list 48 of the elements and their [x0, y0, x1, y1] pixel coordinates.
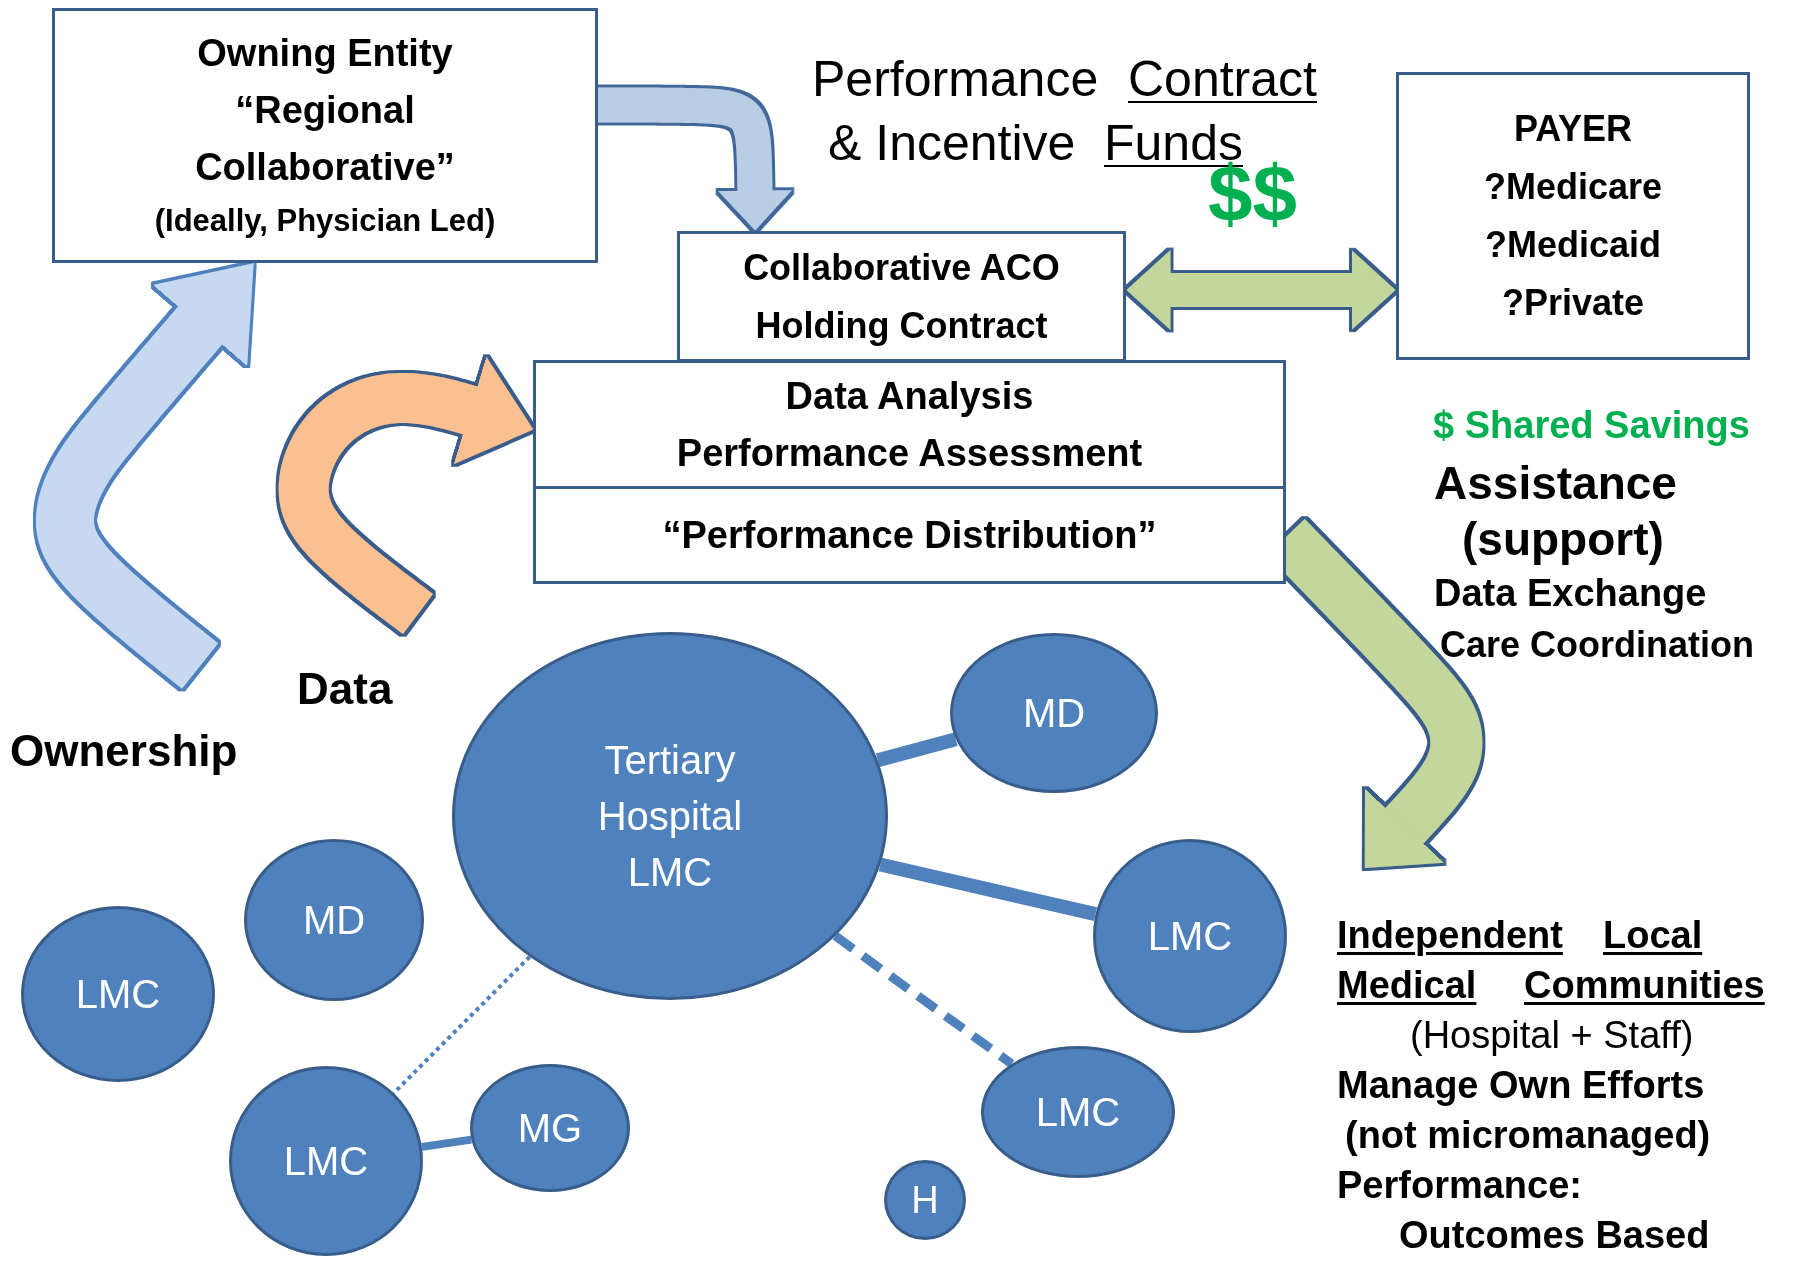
process-box: [52, 8, 598, 263]
box-text: “Performance Distribution”: [662, 513, 1157, 558]
label-text: Contract: [1128, 50, 1317, 108]
process-box: [1396, 72, 1750, 360]
label-text: $ Shared Savings: [1433, 404, 1750, 447]
connector-line: [875, 732, 958, 768]
box-text: Performance Assessment: [676, 430, 1143, 476]
circle-label: MD: [1022, 690, 1086, 737]
box-text: Data Analysis: [785, 373, 1034, 419]
label-text: & Incentive: [828, 114, 1076, 172]
box-text: Outcomes Based: [1399, 1213, 1710, 1258]
box-text: ?Private: [1501, 281, 1645, 325]
label-text: Performance: [812, 50, 1099, 108]
circle-label: LMC: [283, 1138, 369, 1185]
box-text: Medical: [1337, 963, 1477, 1008]
box-text: Owning Entity “Regional Collaborative”: [194, 31, 456, 190]
connector-line: [832, 932, 1015, 1068]
connector-line: [421, 1135, 472, 1151]
circle-label: MD: [302, 897, 366, 944]
double-block-arrow: [1126, 250, 1396, 330]
box-text: Communities: [1524, 963, 1765, 1008]
box-text: ?Medicare: [1483, 165, 1663, 209]
process-box: [533, 486, 1286, 584]
box-text: ?Medicaid: [1485, 223, 1661, 267]
process-box: [677, 231, 1126, 362]
circle-label: LMC: [1147, 913, 1233, 960]
box-text: PAYER: [1513, 107, 1633, 151]
label-text: Assistance: [1434, 456, 1677, 510]
box-text: (Ideally, Physician Led): [154, 202, 496, 240]
label-text: Data: [297, 664, 393, 714]
label-text: Care Coordination: [1440, 624, 1754, 666]
circle-label: H: [911, 1178, 939, 1223]
box-text: Performance:: [1337, 1163, 1582, 1208]
label-text: Data Exchange: [1434, 572, 1707, 615]
label-text: Ownership: [10, 726, 238, 776]
circle-label: LMC: [1035, 1089, 1121, 1136]
box-text: Independent: [1337, 913, 1563, 958]
box-text: (Hospital + Staff): [1410, 1013, 1694, 1058]
box-text: Manage Own Efforts: [1337, 1063, 1705, 1108]
circle-label: LMC: [75, 971, 161, 1018]
label-text: (support): [1462, 512, 1664, 566]
process-box: [533, 360, 1286, 489]
circle-label: MG: [517, 1105, 583, 1152]
box-text: Collaborative ACO Holding Contract: [742, 245, 1061, 348]
connector-line: [878, 857, 1098, 921]
circle-label: Tertiary Hospital LMC: [596, 737, 744, 896]
box-text: Local: [1603, 913, 1703, 958]
box-text: (not micromanaged): [1345, 1113, 1711, 1158]
